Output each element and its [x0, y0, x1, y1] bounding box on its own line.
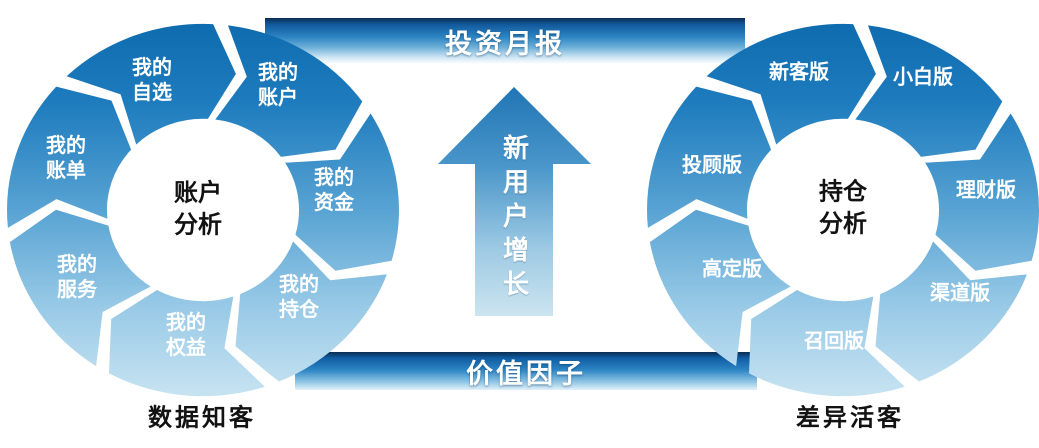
- left-wheel: 我的账户 我的资金 我的持仓 我的权益 我的服务 我的账单 我的自选 账户分析: [3, 20, 403, 400]
- left-wheel-ring: [6, 23, 400, 397]
- arrow-label: 新用户增长: [498, 134, 529, 304]
- segment-label-my-position: 我的持仓: [279, 272, 319, 321]
- top-banner: 投资月报: [265, 18, 745, 64]
- segment-label-my-watchlist: 我的自选: [132, 55, 172, 104]
- bottom-banner-label: 价值因子: [466, 358, 586, 390]
- bottom-banner: 价值因子: [295, 352, 757, 390]
- top-banner-label: 投资月报: [445, 28, 565, 60]
- segment-label-custom-edition: 高定版: [702, 256, 762, 281]
- right-wheel-ring: [646, 23, 1039, 397]
- left-wheel-caption: 数据知客: [148, 403, 256, 432]
- segment-label-my-rights: 我的权益: [166, 310, 206, 359]
- segment-label-my-account: 我的账户: [258, 60, 298, 109]
- segment-label-channel-edition: 渠道版: [930, 280, 990, 305]
- up-arrow-icon: [438, 87, 591, 316]
- segment-label-beginner-edition: 小白版: [893, 64, 953, 89]
- segment-label-my-bill: 我的账单: [46, 133, 86, 182]
- segment-label-advisor-edition: 投顾版: [682, 152, 742, 177]
- right-wheel-center-title: 持仓分析: [819, 177, 867, 238]
- segment-label-wealth-edition: 理财版: [956, 177, 1016, 202]
- left-wheel-center-title: 账户分析: [174, 178, 222, 239]
- right-wheel: 小白版 理财版 渠道版 召回版 高定版 投顾版 新客版 持仓分析: [643, 20, 1039, 400]
- segment-label-recall-edition: 召回版: [804, 328, 864, 353]
- segment-label-my-funds: 我的资金: [314, 165, 354, 214]
- right-wheel-caption: 差异活客: [796, 403, 904, 432]
- segment-label-newcustomer-edition: 新客版: [769, 59, 829, 84]
- segment-label-my-service: 我的服务: [57, 252, 97, 301]
